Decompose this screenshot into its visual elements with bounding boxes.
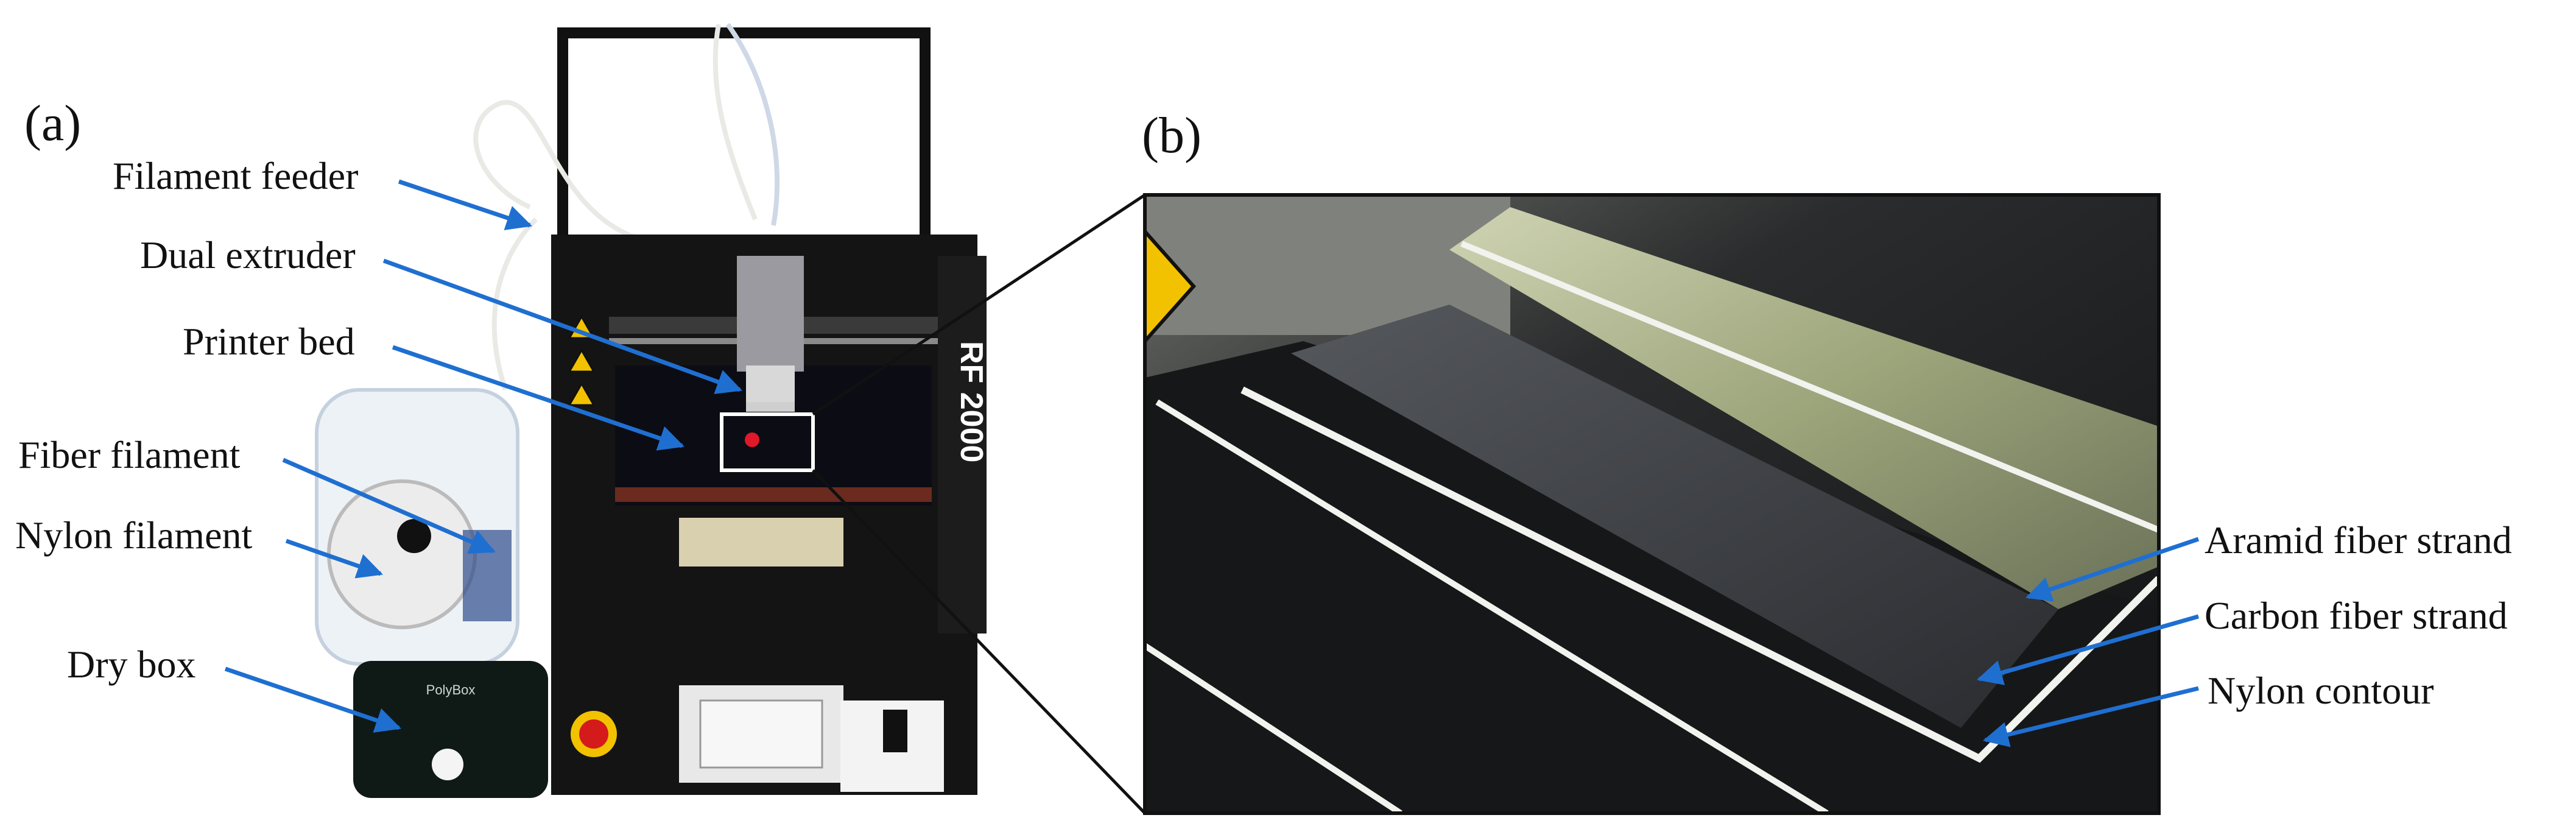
callout-filament-feeder: Filament feeder bbox=[113, 154, 358, 197]
callout-fiber-filament: Fiber filament bbox=[18, 433, 241, 476]
printer-model-text: RF 2000 bbox=[954, 341, 989, 462]
callout-carbon-fiber-strand: Carbon fiber strand bbox=[2205, 594, 2508, 637]
printer-photo: RF 2000 bbox=[473, 23, 989, 795]
printer-side-panel bbox=[938, 256, 987, 634]
filament-tubes bbox=[473, 23, 780, 391]
arrow-nylon-contour bbox=[1982, 686, 2199, 747]
electronics-board bbox=[679, 518, 843, 566]
spool-hub bbox=[397, 519, 431, 553]
aramid-band bbox=[1449, 207, 2159, 609]
zoom-connector-bottom bbox=[812, 469, 1146, 814]
callout-nylon-filament: Nylon filament bbox=[15, 514, 252, 557]
printer-bed bbox=[615, 487, 932, 502]
callout-dry-box: Dry box bbox=[67, 643, 196, 686]
nylon-contour-line bbox=[1240, 386, 2159, 763]
spool-holder bbox=[463, 530, 512, 621]
arrow-printer-bed bbox=[392, 345, 684, 451]
magnified-frame bbox=[1143, 193, 2161, 815]
callout-nylon-contour: Nylon contour bbox=[2208, 669, 2434, 712]
laser-spot bbox=[745, 432, 759, 447]
arrow-fiber-filament bbox=[282, 457, 496, 554]
arrow-nylon-filament bbox=[285, 538, 383, 579]
nylon-line-lower bbox=[1155, 399, 1829, 813]
panel-label-b: (b) bbox=[1142, 107, 1202, 164]
magnified-photo bbox=[1145, 195, 2159, 813]
arrow-filament-feeder bbox=[398, 179, 532, 230]
arrow-aramid-fiber-strand bbox=[2025, 537, 2200, 602]
dry-box-brand-text: PolyBox bbox=[426, 682, 476, 697]
printer-top-frame bbox=[557, 27, 931, 235]
callout-aramid-fiber-strand: Aramid fiber strand bbox=[2205, 518, 2512, 562]
zoom-source-box bbox=[720, 412, 815, 472]
zoom-connector-top bbox=[812, 193, 1146, 416]
nylon-line-upper bbox=[1460, 241, 2159, 533]
warning-stickers bbox=[568, 314, 596, 406]
callout-printer-bed: Printer bed bbox=[183, 320, 355, 363]
emergency-stop-cap bbox=[579, 719, 608, 749]
dual-extruder-block bbox=[737, 256, 804, 412]
panel-label-a: (a) bbox=[24, 95, 81, 152]
dry-box-button bbox=[432, 749, 463, 780]
dry-box-photo: PolyBox bbox=[315, 388, 548, 798]
arrow-carbon-fiber-strand bbox=[1976, 614, 2199, 685]
nylon-line-bottom bbox=[1145, 643, 1402, 813]
control-display bbox=[699, 699, 823, 769]
arrow-dry-box bbox=[224, 666, 401, 733]
callout-dual-extruder: Dual extruder bbox=[140, 233, 356, 277]
arrow-dual-extruder bbox=[382, 258, 742, 394]
card-slot bbox=[883, 710, 907, 752]
dry-box-base bbox=[353, 661, 548, 798]
carbon-band bbox=[1291, 305, 2058, 728]
filament-spool bbox=[327, 479, 477, 629]
warning-sticker-zoom bbox=[1145, 228, 1197, 344]
